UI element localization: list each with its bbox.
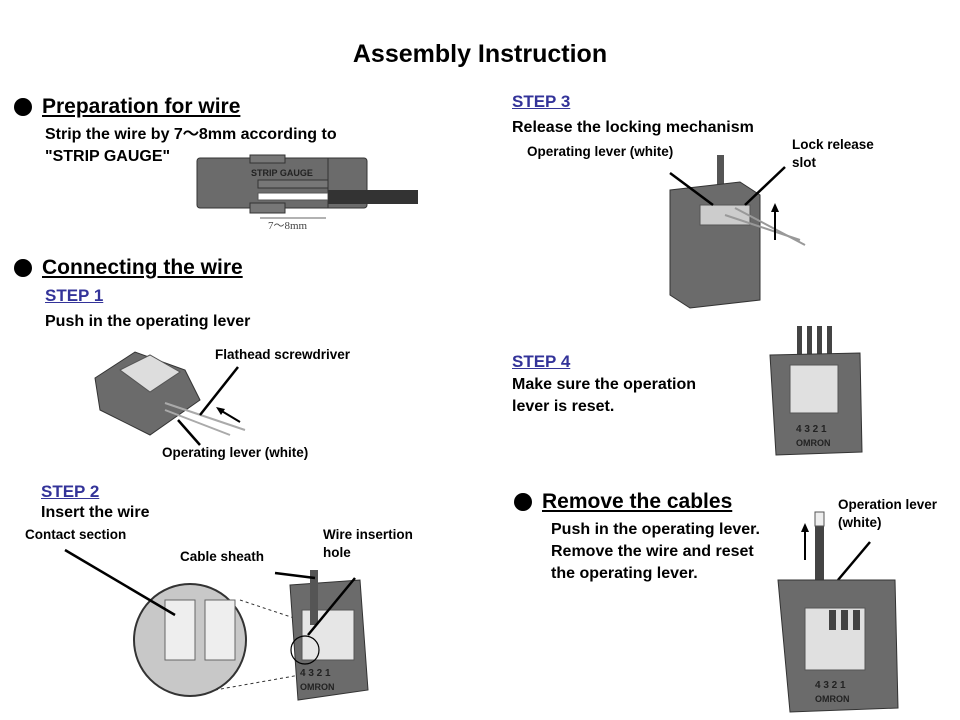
gauge-label: STRIP GAUGE <box>251 168 313 178</box>
dimension-label: 7〜8mm <box>268 220 308 232</box>
illustration-shape <box>744 166 786 206</box>
illustration-shape <box>214 674 301 691</box>
section-title: Connecting the wire <box>42 256 243 279</box>
step3-label: STEP 3 <box>512 92 571 111</box>
illustration-shape <box>239 599 301 621</box>
arrow-icon <box>219 409 241 423</box>
illustration-shape <box>807 326 812 366</box>
wire <box>310 570 318 625</box>
callout-operation-lever: Operation lever (white) <box>838 496 937 532</box>
screwdriver <box>734 207 806 246</box>
illustration-shape <box>216 407 225 415</box>
illustration-shape <box>249 154 286 164</box>
callout-line1: Lock release <box>792 137 874 152</box>
step3-text: Release the locking mechanism <box>512 119 754 136</box>
brand-label: OMRON <box>815 694 850 704</box>
remove-text-line2: Remove the wire and reset <box>551 543 754 560</box>
bullet-icon <box>14 259 32 277</box>
illustration-shape <box>249 202 286 214</box>
callout-cable-sheath: Cable sheath <box>180 549 265 564</box>
illustration-shape <box>164 402 246 431</box>
brand-label: OMRON <box>796 438 831 448</box>
step2-text: Insert the wire <box>41 504 150 521</box>
illustration-shape <box>797 326 802 366</box>
section-remove-heading: Remove the cables <box>514 490 732 514</box>
pin-numbers: 4 3 2 1 <box>815 680 846 691</box>
pin-numbers: 4 3 2 1 <box>300 668 331 679</box>
callout-contact-section: Contact section <box>25 527 127 542</box>
section-title: Preparation for wire <box>42 95 241 118</box>
illustration-shape <box>771 203 779 212</box>
callout-line2: (white) <box>838 515 882 530</box>
preparation-text-line2: "STRIP GAUGE" <box>45 148 171 165</box>
illustration-shape <box>199 366 239 416</box>
section-title: Remove the cables <box>542 490 733 513</box>
callout-line1: Operation lever <box>838 497 938 512</box>
illustration-shape <box>817 326 822 366</box>
step1-label: STEP 1 <box>45 286 104 305</box>
remove-text-line3: the operating lever. <box>551 565 698 582</box>
illustration-shape <box>204 599 236 661</box>
callout-wire-insertion-hole: Wire insertion hole <box>323 526 413 562</box>
step4-text: Make sure the operation lever is reset. <box>512 374 696 418</box>
callout-operating-lever: Operating lever (white) <box>162 445 309 460</box>
illustration-shape <box>827 326 832 366</box>
section-preparation-heading: Preparation for wire <box>14 95 240 119</box>
callout-line1: Wire insertion <box>323 527 413 542</box>
pin-numbers: 4 3 2 1 <box>796 424 827 435</box>
illustration-shape <box>789 364 839 414</box>
illustration-shape <box>814 511 825 527</box>
remove-text-line1: Push in the operating lever. <box>551 521 760 538</box>
step4-text-line2: lever is reset. <box>512 398 615 415</box>
remove-text: Push in the operating lever. Remove the … <box>551 519 760 585</box>
illustration-shape <box>64 548 176 617</box>
illustration-shape <box>164 599 196 661</box>
illustration-shape <box>829 610 836 630</box>
wire <box>815 512 824 632</box>
callout-operating-lever-step3: Operating lever (white) <box>527 144 674 159</box>
preparation-text-line1: Strip the wire by 7〜8mm according to <box>45 126 337 143</box>
illustration-shape <box>177 419 201 446</box>
illustration-shape <box>841 610 848 630</box>
callout-line2: hole <box>323 545 351 560</box>
wire-sheath <box>328 190 418 204</box>
bullet-icon <box>514 493 532 511</box>
brand-label: OMRON <box>300 682 335 692</box>
illustration-shape <box>801 523 809 532</box>
illustration-shape <box>119 354 181 393</box>
callout-line2: slot <box>792 155 817 170</box>
illustration-shape <box>307 577 356 636</box>
illustration-shape <box>837 541 871 581</box>
step4-text-line1: Make sure the operation <box>512 376 697 393</box>
illustration-shape <box>853 610 860 630</box>
callout-screwdriver: Flathead screwdriver <box>215 347 351 362</box>
section-connecting-heading: Connecting the wire <box>14 256 243 280</box>
illustration-shape <box>290 635 320 665</box>
illustration-shape <box>669 171 714 207</box>
illustration-shape <box>724 214 801 241</box>
wire <box>717 155 724 195</box>
step1-text: Push in the operating lever <box>45 313 251 330</box>
illustration-shape <box>274 571 316 580</box>
callout-lock-release-slot: Lock release slot <box>792 136 874 172</box>
page-title: Assembly Instruction <box>352 40 608 68</box>
bullet-icon <box>14 98 32 116</box>
screwdriver <box>164 409 231 436</box>
step4-label: STEP 4 <box>512 352 571 371</box>
step2-label: STEP 2 <box>41 482 100 501</box>
preparation-text: Strip the wire by 7〜8mm according to "ST… <box>45 124 337 168</box>
illustration-shape <box>257 179 329 189</box>
